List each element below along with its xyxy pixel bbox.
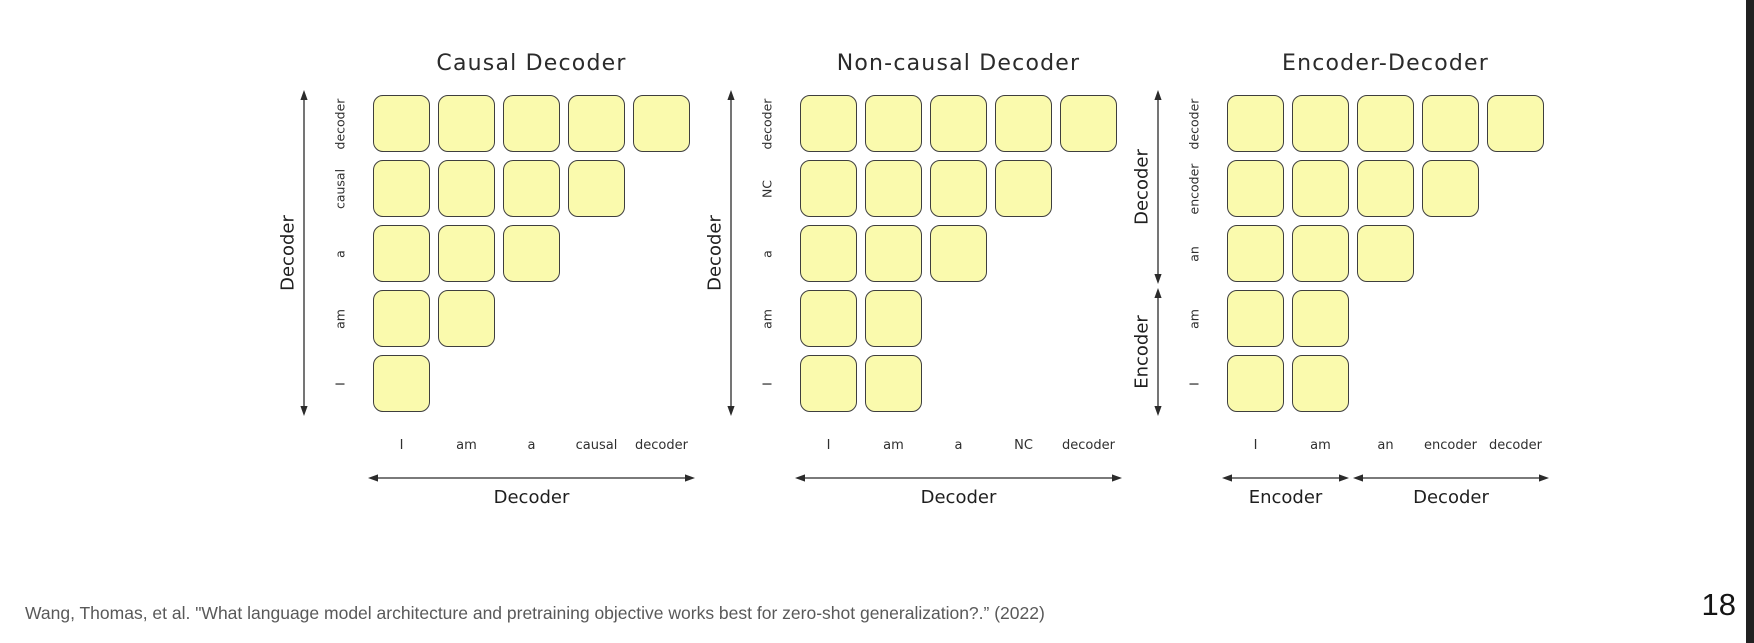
y-axis-arrow-encoder-encoder-decoder [1154, 288, 1162, 416]
row-label-causal-decoder-4: I [332, 381, 348, 386]
col-label-non-causal-decoder-1: am [883, 438, 904, 453]
col-label-encoder-decoder-1: am [1310, 438, 1331, 453]
row-label-non-causal-decoder-0: decoder [759, 98, 775, 149]
x-axis-label-decoder-encoder-decoder: Decoder [1413, 487, 1489, 508]
row-label-causal-decoder-2: a [332, 249, 348, 258]
row-label-encoder-decoder-0: decoder [1186, 98, 1202, 149]
col-label-non-causal-decoder-0: I [826, 438, 831, 453]
col-label-encoder-decoder-0: I [1253, 438, 1258, 453]
attention-cell-causal-decoder-r2-c0 [373, 225, 430, 282]
attention-cell-non-causal-decoder-r4-c0 [800, 355, 857, 412]
col-label-encoder-decoder-4: decoder [1489, 438, 1542, 453]
attention-cell-encoder-decoder-r4-c0 [1227, 355, 1284, 412]
attention-cell-encoder-decoder-r3-c1 [1292, 290, 1349, 347]
attention-cell-non-causal-decoder-r3-c1 [865, 290, 922, 347]
row-label-encoder-decoder-3: am [1186, 308, 1202, 329]
attention-cell-non-causal-decoder-r4-c1 [865, 355, 922, 412]
row-label-non-causal-decoder-1: NC [759, 179, 775, 198]
attention-cell-encoder-decoder-r2-c1 [1292, 225, 1349, 282]
attention-cell-non-causal-decoder-r2-c0 [800, 225, 857, 282]
y-axis-label-encoder-encoder-decoder: Encoder [1131, 315, 1153, 389]
y-axis-arrow-decoder-encoder-decoder [1154, 90, 1162, 284]
col-label-causal-decoder-1: am [456, 438, 477, 453]
x-axis-arrow-decoder-non-causal-decoder [795, 474, 1122, 482]
y-axis-label-decoder-encoder-decoder: Decoder [1131, 149, 1153, 225]
attention-cell-encoder-decoder-r2-c0 [1227, 225, 1284, 282]
attention-cell-non-causal-decoder-r0-c0 [800, 95, 857, 152]
row-label-encoder-decoder-1: encoder [1186, 163, 1202, 214]
row-label-encoder-decoder-4: I [1186, 381, 1202, 386]
attention-cell-non-causal-decoder-r1-c2 [930, 160, 987, 217]
attention-cell-encoder-decoder-r0-c1 [1292, 95, 1349, 152]
col-label-causal-decoder-3: causal [575, 438, 618, 453]
attention-cell-non-causal-decoder-r0-c3 [995, 95, 1052, 152]
col-label-causal-decoder-0: I [399, 438, 404, 453]
col-label-non-causal-decoder-3: NC [1014, 438, 1033, 453]
attention-cell-causal-decoder-r1-c3 [568, 160, 625, 217]
col-label-causal-decoder-2: a [527, 438, 536, 453]
x-axis-arrow-encoder-encoder-decoder [1222, 474, 1349, 482]
attention-cell-encoder-decoder-r0-c4 [1487, 95, 1544, 152]
attention-cell-causal-decoder-r0-c0 [373, 95, 430, 152]
attention-cell-non-causal-decoder-r0-c4 [1060, 95, 1117, 152]
attention-cell-causal-decoder-r0-c2 [503, 95, 560, 152]
row-label-non-causal-decoder-3: am [759, 308, 775, 329]
x-axis-arrow-decoder-encoder-decoder [1353, 474, 1549, 482]
y-axis-label-decoder-causal-decoder: Decoder [277, 215, 299, 291]
attention-cell-encoder-decoder-r0-c2 [1357, 95, 1414, 152]
attention-cell-causal-decoder-r2-c2 [503, 225, 560, 282]
attention-cell-non-causal-decoder-r1-c1 [865, 160, 922, 217]
y-axis-arrow-decoder-non-causal-decoder [727, 90, 735, 416]
page-number: 18 [1701, 587, 1736, 622]
y-axis-label-decoder-non-causal-decoder: Decoder [704, 215, 726, 291]
attention-cell-causal-decoder-r4-c0 [373, 355, 430, 412]
row-label-causal-decoder-3: am [332, 308, 348, 329]
attention-cell-causal-decoder-r0-c4 [633, 95, 690, 152]
attention-cell-causal-decoder-r3-c0 [373, 290, 430, 347]
attention-cell-causal-decoder-r1-c1 [438, 160, 495, 217]
attention-cell-encoder-decoder-r1-c3 [1422, 160, 1479, 217]
attention-cell-encoder-decoder-r1-c0 [1227, 160, 1284, 217]
attention-cell-encoder-decoder-r2-c2 [1357, 225, 1414, 282]
window-edge-bar [1746, 0, 1754, 643]
attention-cell-encoder-decoder-r3-c0 [1227, 290, 1284, 347]
attention-cell-causal-decoder-r1-c0 [373, 160, 430, 217]
attention-cell-encoder-decoder-r0-c3 [1422, 95, 1479, 152]
attention-cell-non-causal-decoder-r0-c2 [930, 95, 987, 152]
attention-cell-causal-decoder-r0-c1 [438, 95, 495, 152]
col-label-encoder-decoder-3: encoder [1424, 438, 1477, 453]
y-axis-arrow-decoder-causal-decoder [300, 90, 308, 416]
x-axis-arrow-decoder-causal-decoder [368, 474, 695, 482]
attention-cell-non-causal-decoder-r1-c0 [800, 160, 857, 217]
col-label-causal-decoder-4: decoder [635, 438, 688, 453]
attention-cell-causal-decoder-r0-c3 [568, 95, 625, 152]
attention-cell-causal-decoder-r3-c1 [438, 290, 495, 347]
attention-cell-non-causal-decoder-r2-c2 [930, 225, 987, 282]
col-label-non-causal-decoder-2: a [954, 438, 963, 453]
attention-cell-non-causal-decoder-r0-c1 [865, 95, 922, 152]
col-label-encoder-decoder-2: an [1377, 438, 1394, 453]
attention-cell-encoder-decoder-r4-c1 [1292, 355, 1349, 412]
attention-cell-encoder-decoder-r1-c1 [1292, 160, 1349, 217]
col-label-non-causal-decoder-4: decoder [1062, 438, 1115, 453]
citation-text: Wang, Thomas, et al. "What language mode… [25, 603, 1045, 623]
attention-cell-encoder-decoder-r1-c2 [1357, 160, 1414, 217]
attention-cell-causal-decoder-r1-c2 [503, 160, 560, 217]
x-axis-label-encoder-encoder-decoder: Encoder [1248, 487, 1323, 508]
row-label-non-causal-decoder-2: a [759, 249, 775, 258]
row-label-encoder-decoder-2: an [1186, 245, 1202, 262]
panel-title-non-causal-decoder: Non-causal Decoder [836, 51, 1081, 76]
panel-title-encoder-decoder: Encoder-Decoder [1281, 51, 1490, 76]
attention-cell-causal-decoder-r2-c1 [438, 225, 495, 282]
x-axis-label-decoder-non-causal-decoder: Decoder [920, 487, 997, 508]
x-axis-label-decoder-causal-decoder: Decoder [493, 487, 570, 508]
attention-cell-encoder-decoder-r0-c0 [1227, 95, 1284, 152]
attention-cell-non-causal-decoder-r3-c0 [800, 290, 857, 347]
panel-title-causal-decoder: Causal Decoder [436, 51, 627, 76]
attention-cell-non-causal-decoder-r1-c3 [995, 160, 1052, 217]
row-label-causal-decoder-1: causal [332, 168, 348, 209]
row-label-causal-decoder-0: decoder [332, 98, 348, 149]
attention-cell-non-causal-decoder-r2-c1 [865, 225, 922, 282]
row-label-non-causal-decoder-4: I [759, 381, 775, 386]
